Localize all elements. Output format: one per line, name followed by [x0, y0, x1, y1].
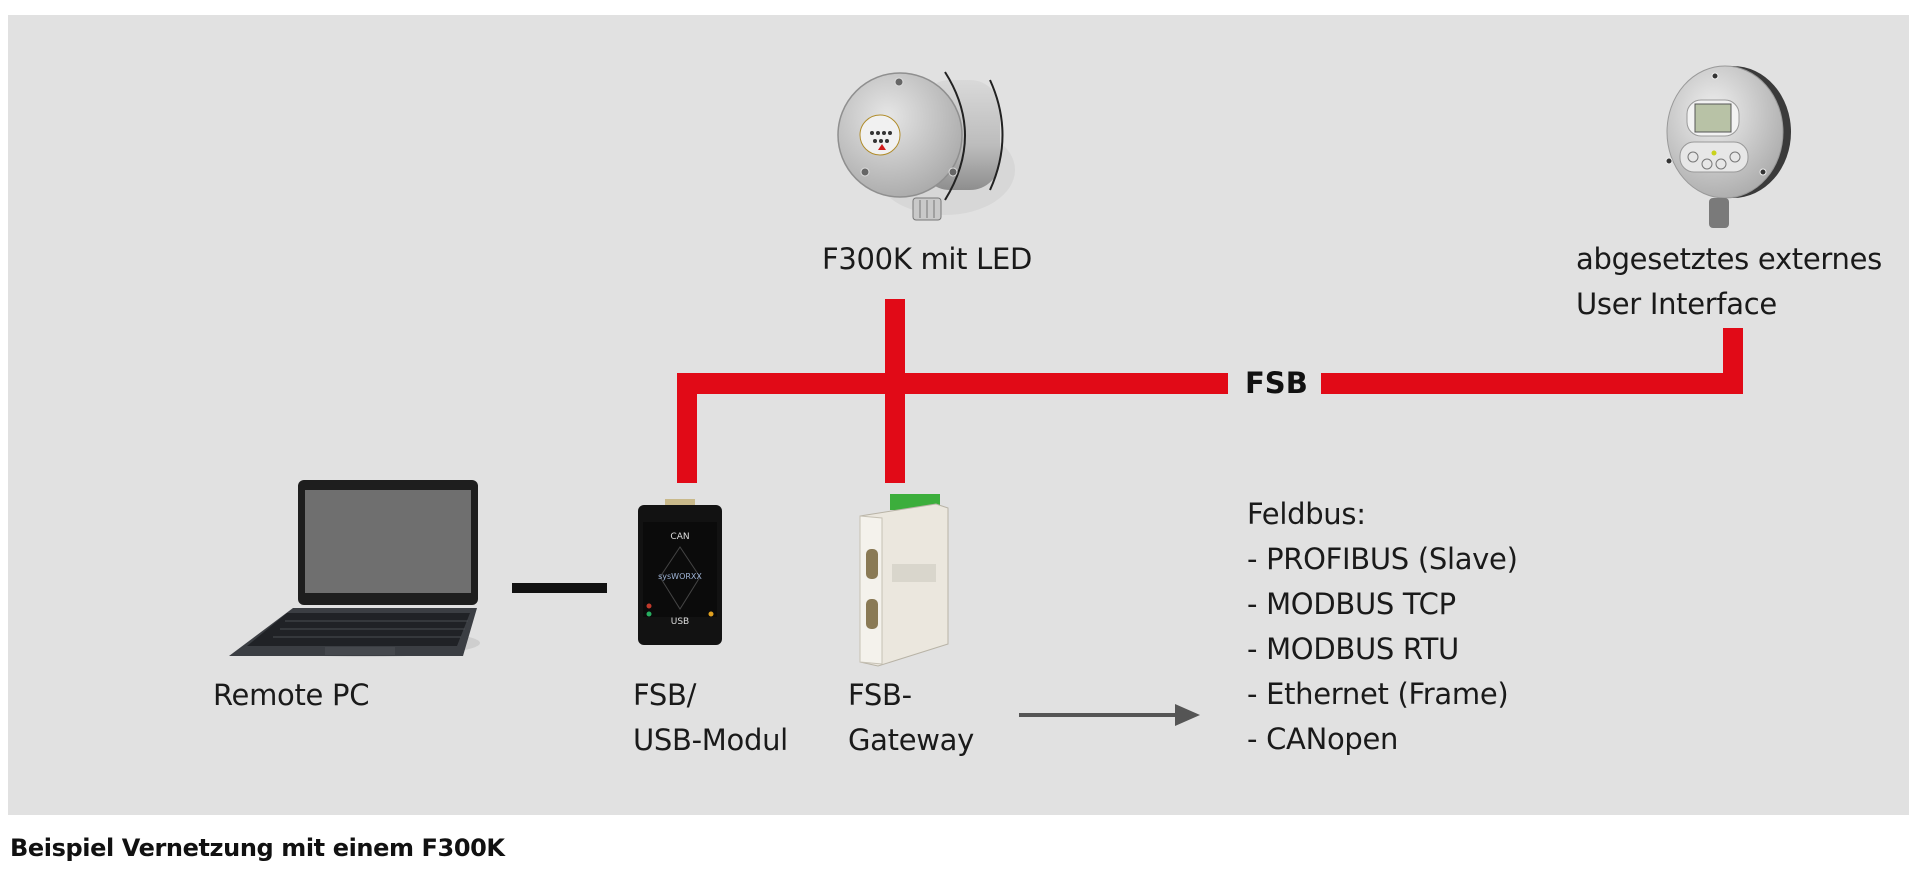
fieldbus-item: - CANopen	[1247, 722, 1399, 756]
usb-link-line	[512, 583, 607, 593]
bus-line-horizontal-left	[677, 373, 1228, 394]
din-rail-gateway-icon	[859, 494, 949, 667]
fieldbus-arrow	[1019, 704, 1200, 726]
remote-ui-label-line1: abgesetztes externes	[1576, 242, 1882, 276]
remote-ui-label-line2: User Interface	[1576, 287, 1777, 321]
bus-line-horizontal-right	[1321, 373, 1743, 394]
fieldbus-title: Feldbus:	[1247, 497, 1366, 531]
f300k-label: F300K mit LED	[822, 242, 1033, 276]
usb-can-module-icon: CAN sysWORXX USB	[638, 499, 722, 645]
remote-pc-label: Remote PC	[213, 678, 370, 712]
fieldbus-item: - MODBUS TCP	[1247, 587, 1456, 621]
usb-module-label-line1: FSB/	[633, 678, 697, 712]
fieldbus-list: Feldbus: - PROFIBUS (Slave) - MODBUS TCP…	[1247, 492, 1518, 762]
bus-line-usb-vertical	[677, 373, 697, 483]
sensor-device-icon	[837, 71, 1015, 221]
usb-module-brand-text: sysWORXX	[658, 572, 702, 581]
usb-module-usb-text: USB	[671, 617, 689, 627]
fieldbus-item: - PROFIBUS (Slave)	[1247, 542, 1518, 576]
gateway-label-line1: FSB-	[848, 678, 912, 712]
usb-module-label-line2: USB-Modul	[633, 723, 788, 757]
bus-line-f300k-gateway-vertical	[885, 299, 905, 483]
arrow-head	[1175, 704, 1200, 726]
bus-label: FSB	[1245, 366, 1308, 400]
figure-caption: Beispiel Vernetzung mit einem F300K	[10, 834, 505, 862]
usb-module-can-text: CAN	[670, 532, 689, 542]
bus-line-ui-vertical	[1723, 328, 1743, 394]
display-unit-icon	[1665, 65, 1791, 228]
laptop-icon	[229, 480, 480, 657]
fieldbus-item: - MODBUS RTU	[1247, 632, 1459, 666]
fieldbus-item: - Ethernet (Frame)	[1247, 677, 1509, 711]
gateway-label-line2: Gateway	[848, 723, 975, 757]
